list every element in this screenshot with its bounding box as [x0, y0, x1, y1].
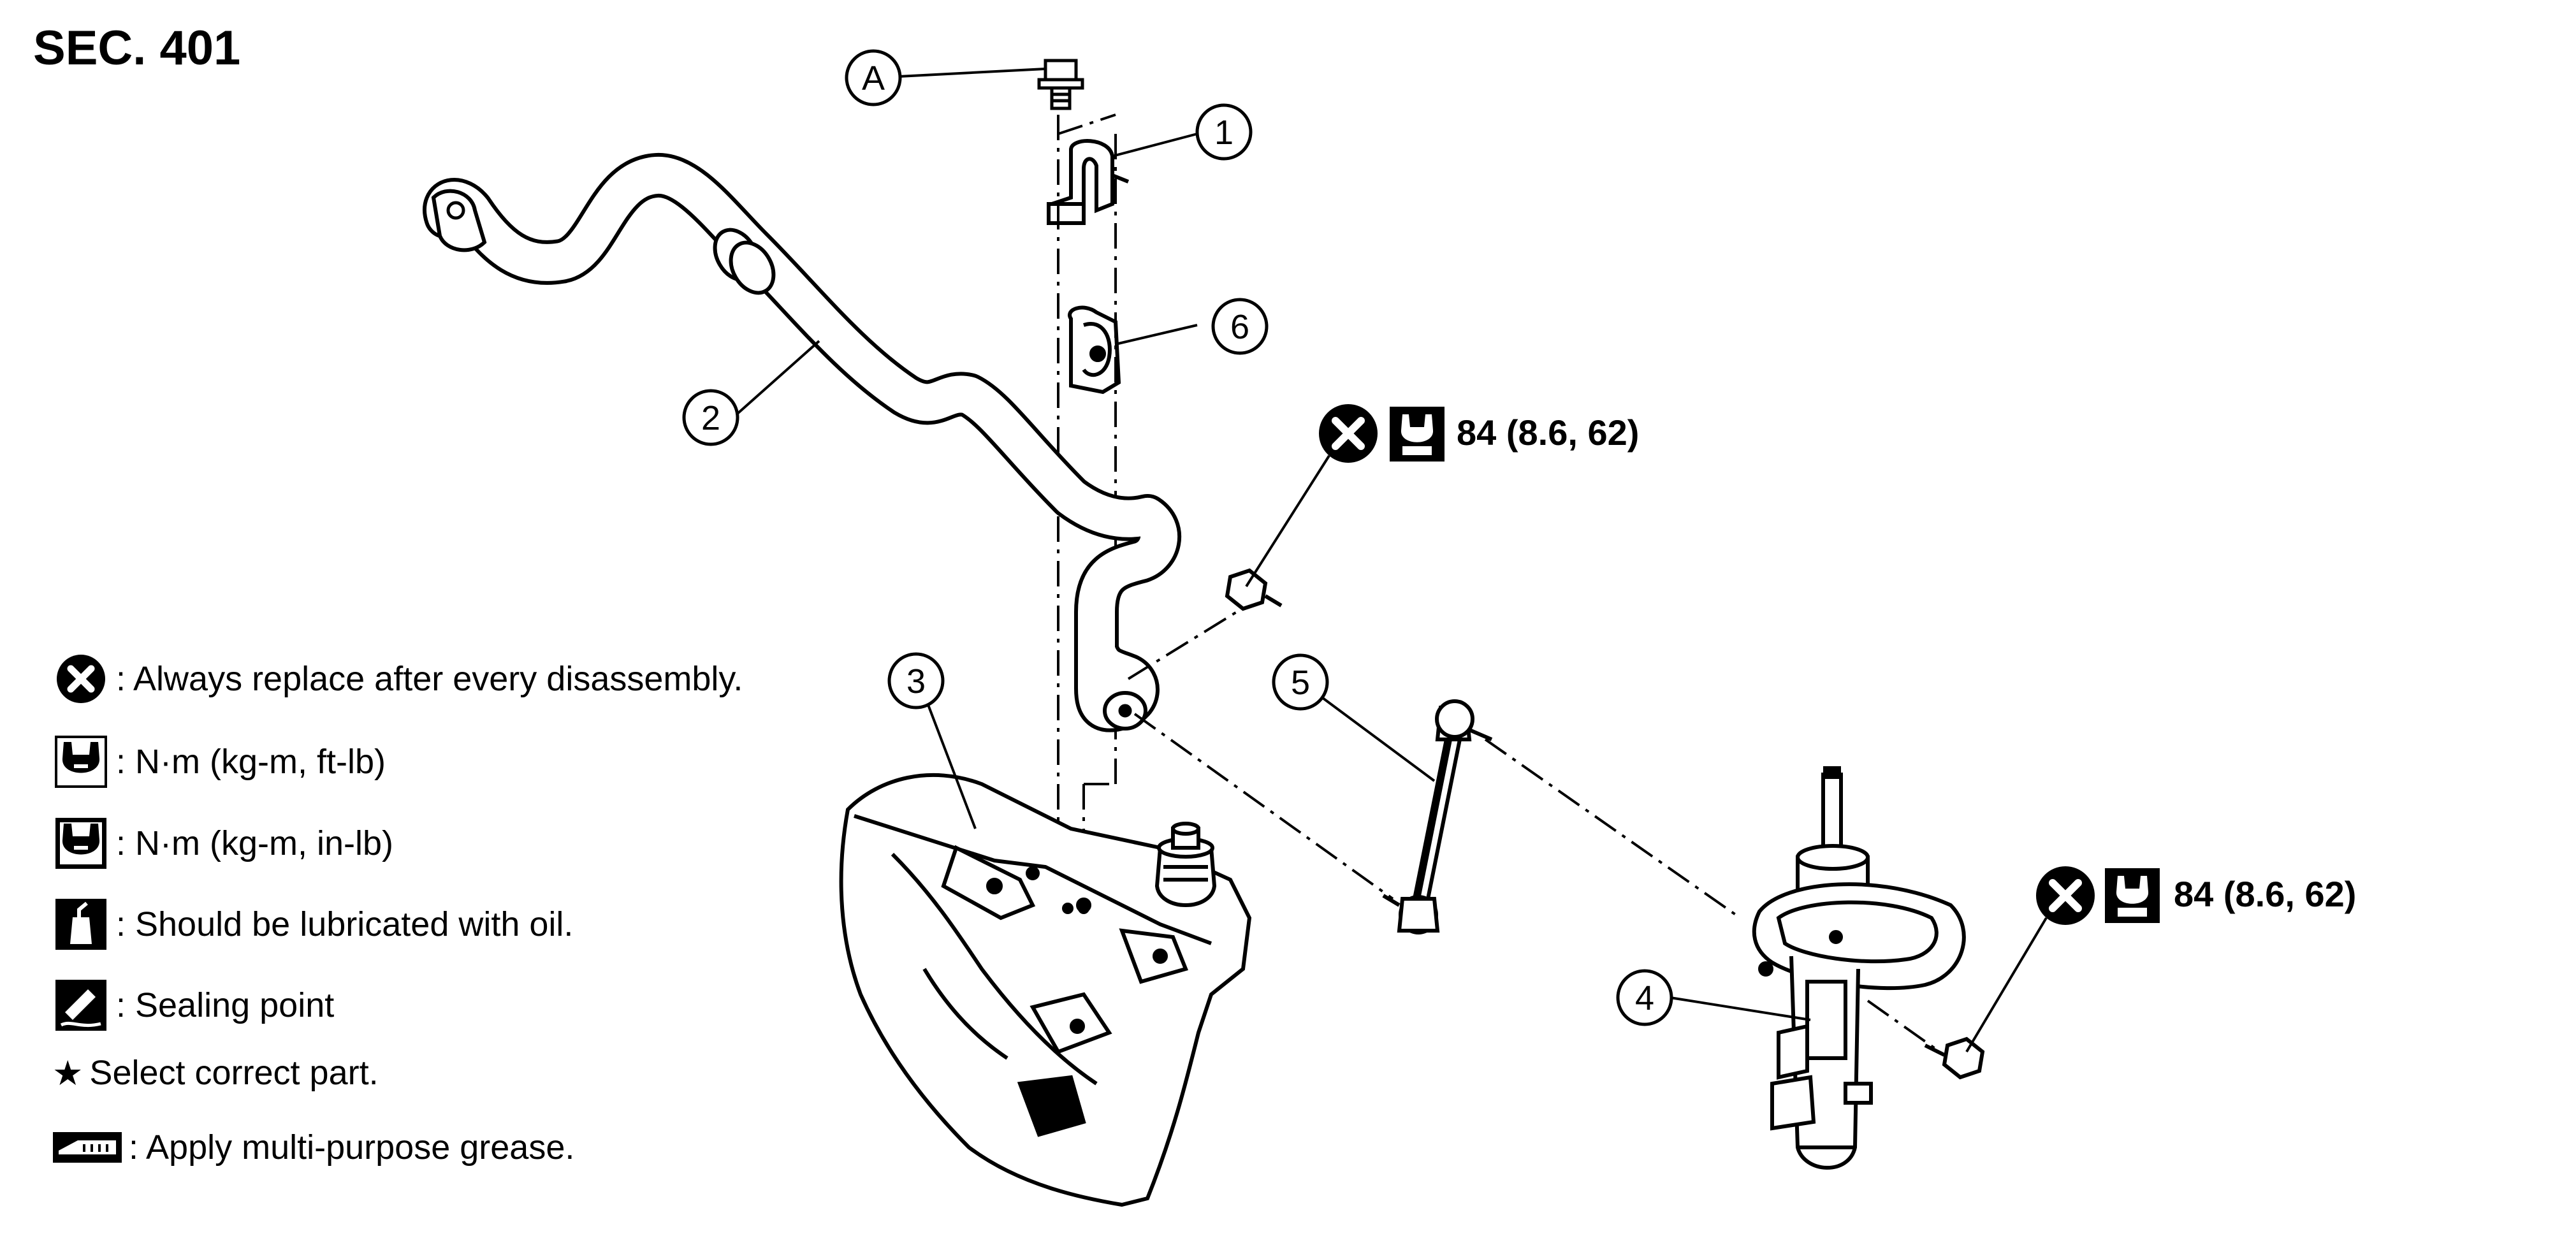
callout-1: 1 — [1195, 103, 1253, 161]
stabilizer-link — [1382, 699, 1493, 934]
legend-row-sealing: : Sealing point — [46, 970, 334, 1040]
legend-row-torque-in-lb: : N·m (kg-m, in-lb) — [46, 808, 393, 878]
legend-text-replace: : Always replace after every disassembly… — [116, 660, 743, 698]
torque-spec-lower: 84 (8.6, 62) — [2036, 866, 2356, 925]
callout-3: 3 — [887, 652, 945, 709]
leader-nut-upper — [1245, 454, 1330, 588]
stabilizer-bar — [423, 153, 1181, 732]
callout-2-label: 2 — [701, 399, 720, 437]
leader-3 — [923, 694, 977, 829]
callout-2: 2 — [682, 389, 739, 446]
torque-spec-upper: 84 (8.6, 62) — [1319, 404, 1639, 463]
callout-4-label: 4 — [1635, 979, 1654, 1017]
torque-value-upper: 84 (8.6, 62) — [1457, 412, 1639, 453]
callout-5: 5 — [1272, 653, 1329, 711]
legend-text-select-part: Select correct part. — [89, 1054, 379, 1092]
axis-link-upper — [1484, 738, 1742, 919]
callout-5-label: 5 — [1291, 664, 1310, 702]
legend-text-torque-ft-lb: : N·m (kg-m, ft-lb) — [116, 743, 386, 781]
callout-3-label: 3 — [906, 662, 926, 701]
callout-6-label: 6 — [1230, 308, 1249, 346]
torque-value-lower: 84 (8.6, 62) — [2174, 874, 2356, 914]
torque-wrench-icon — [2105, 868, 2160, 923]
leader-2 — [732, 340, 820, 419]
legend-row-select-part: ★ Select correct part. — [46, 1038, 379, 1108]
oil-can-icon — [46, 894, 116, 955]
leader-1 — [1112, 133, 1198, 157]
replace-x-icon — [1319, 404, 1378, 463]
legend-text-sealing: : Sealing point — [116, 986, 335, 1024]
leader-a — [898, 68, 1046, 78]
leader-4 — [1670, 996, 1811, 1021]
grease-icon — [46, 1117, 129, 1178]
axis-nut-lower — [1867, 1000, 1946, 1056]
strut-assembly — [1752, 766, 1966, 1170]
torque-wrench-icon — [46, 731, 116, 792]
axis-link-lower — [1133, 713, 1394, 900]
callout-6: 6 — [1211, 298, 1269, 355]
callout-4: 4 — [1616, 969, 1673, 1026]
replace-x-icon — [2036, 866, 2095, 925]
leader-6 — [1115, 324, 1198, 345]
replace-x-icon — [46, 648, 116, 709]
callout-a-label: A — [862, 59, 885, 98]
leader-nut-lower — [1965, 917, 2048, 1053]
legend-text-torque-in-lb: : N·m (kg-m, in-lb) — [116, 824, 393, 862]
bushing — [1068, 305, 1121, 395]
torque-wrench-filled-icon — [46, 813, 116, 874]
axis-nut-upper — [1127, 611, 1238, 680]
nut-upper — [1225, 568, 1283, 611]
leader-5 — [1321, 697, 1436, 782]
callout-1-label: 1 — [1214, 113, 1233, 152]
section-title: SEC. 401 — [33, 21, 241, 75]
front-subframe — [839, 773, 1252, 1207]
nut-lower — [1924, 1036, 1985, 1080]
legend-row-grease: : Apply multi-purpose grease. — [46, 1112, 574, 1182]
callout-a: A — [845, 49, 902, 106]
star-icon: ★ — [52, 1054, 84, 1093]
torque-wrench-icon — [1390, 407, 1444, 462]
sealing-icon — [46, 975, 116, 1036]
legend-text-grease: : Apply multi-purpose grease. — [129, 1128, 575, 1167]
legend-row-replace: : Always replace after every disassembly… — [46, 644, 743, 714]
clamp-bracket — [1047, 139, 1130, 225]
legend-text-lubricate: : Should be lubricated with oil. — [116, 905, 574, 943]
legend-row-torque-ft-lb: : N·m (kg-m, ft-lb) — [46, 727, 386, 797]
legend-row-lubricate: : Should be lubricated with oil. — [46, 889, 573, 959]
bolt-a — [1037, 59, 1084, 110]
